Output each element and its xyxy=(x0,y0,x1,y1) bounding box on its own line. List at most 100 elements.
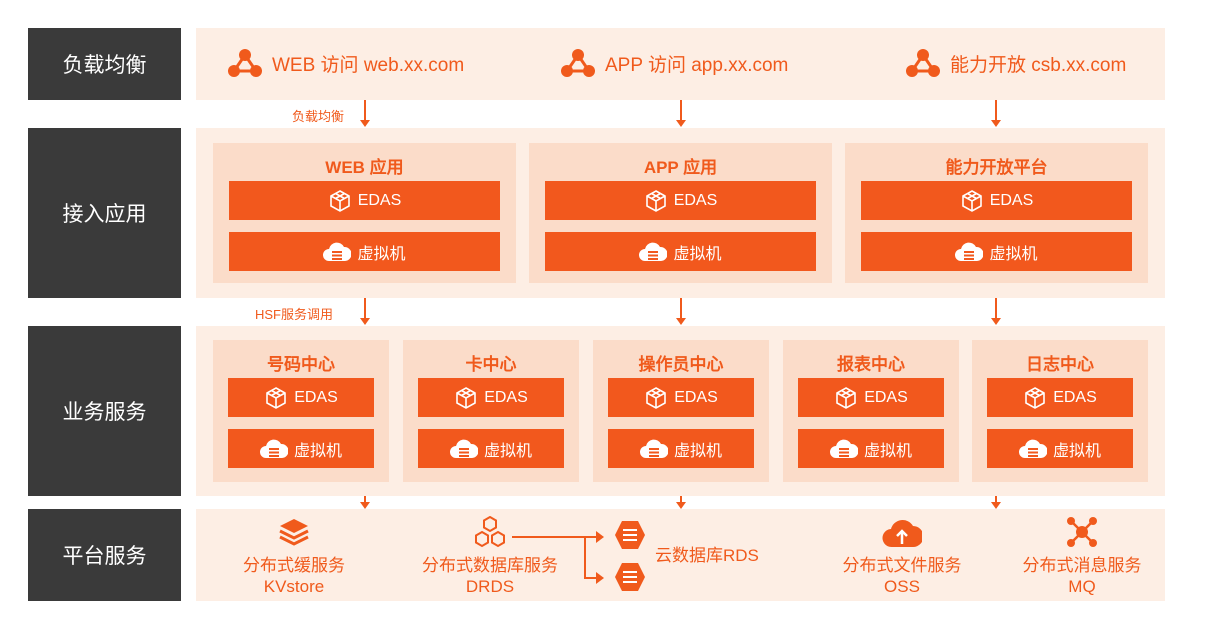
arrow-label-load-balancing: 负载均衡 xyxy=(292,109,345,124)
load-balancer-band xyxy=(196,28,1165,100)
connector-line xyxy=(584,577,597,579)
access-app-app: APP 应用 EDAS 虚拟机 xyxy=(529,143,832,283)
business-title: 报表中心 xyxy=(837,355,905,374)
cube-icon xyxy=(644,189,668,213)
database-hexagon-icon xyxy=(614,520,646,550)
arrow-down xyxy=(991,298,1001,325)
arrow-right xyxy=(596,531,604,543)
cloud-server-icon xyxy=(259,438,288,460)
arrow-right xyxy=(596,572,604,584)
connector-line xyxy=(584,536,586,578)
vm-bar: 虚拟机 xyxy=(418,429,564,468)
access-app-web: WEB 应用 EDAS 虚拟机 xyxy=(213,143,516,283)
database-hexagon-icon xyxy=(614,562,646,592)
cube-icon xyxy=(328,189,352,213)
arrow-down xyxy=(360,496,370,509)
edas-label: EDAS xyxy=(674,388,718,406)
arrow-down xyxy=(676,298,686,325)
business-title: 日志中心 xyxy=(1026,355,1094,374)
cloud-server-icon xyxy=(639,438,668,460)
edas-label: EDAS xyxy=(989,191,1034,209)
business-title: 号码中心 xyxy=(267,355,335,374)
access-app-open-platform: 能力开放平台 EDAS 虚拟机 xyxy=(845,143,1148,283)
business-log-center: 日志中心 EDAS 虚拟机 xyxy=(972,340,1148,482)
edas-bar: EDAS xyxy=(861,181,1132,220)
rds-label: 云数据库RDS xyxy=(655,546,759,565)
vm-label: 虚拟机 xyxy=(989,245,1038,263)
vm-bar: 虚拟机 xyxy=(608,429,754,468)
business-card-center: 卡中心 EDAS 虚拟机 xyxy=(403,340,579,482)
app-access-label: APP 访问 app.xx.com xyxy=(605,54,789,76)
drds-service: 分布式数据库服务 DRDS xyxy=(411,555,569,597)
vm-label: 虚拟机 xyxy=(483,442,532,460)
lane-label-business-services: 业务服务 xyxy=(28,326,181,496)
kvstore-product: KVstore xyxy=(263,577,325,596)
business-title: 操作员中心 xyxy=(638,355,724,374)
cube-icon xyxy=(960,189,984,213)
cloud-server-icon xyxy=(955,241,984,263)
layers-icon xyxy=(278,517,310,547)
edas-bar: EDAS xyxy=(229,181,500,220)
vm-label: 虚拟机 xyxy=(673,245,722,263)
kvstore-name: 分布式缓服务 xyxy=(243,556,345,575)
edas-label: EDAS xyxy=(864,388,908,406)
edas-label: EDAS xyxy=(484,388,528,406)
network-icon xyxy=(561,48,595,78)
platform-band xyxy=(196,509,1165,601)
cloud-server-icon xyxy=(1018,438,1047,460)
cloud-server-icon xyxy=(323,241,352,263)
business-number-center: 号码中心 EDAS 虚拟机 xyxy=(213,340,389,482)
edas-bar: EDAS xyxy=(798,378,944,417)
edas-label: EDAS xyxy=(357,191,402,209)
vm-bar: 虚拟机 xyxy=(861,232,1132,271)
vm-label: 虚拟机 xyxy=(357,245,406,263)
lane-label-load-balancing: 负载均衡 xyxy=(28,28,181,100)
edas-label: EDAS xyxy=(1053,388,1097,406)
app-access-entry: APP 访问 app.xx.com xyxy=(561,48,788,78)
mq-product: MQ xyxy=(1068,577,1096,596)
arrow-down xyxy=(991,100,1001,127)
vm-bar: 虚拟机 xyxy=(798,429,944,468)
cloud-server-icon xyxy=(449,438,478,460)
edas-bar: EDAS xyxy=(608,378,754,417)
edas-bar: EDAS xyxy=(987,378,1133,417)
vm-bar: 虚拟机 xyxy=(545,232,816,271)
oss-product: OSS xyxy=(884,577,920,596)
message-hub-icon xyxy=(1066,516,1098,548)
business-title: 卡中心 xyxy=(465,355,517,374)
edas-label: EDAS xyxy=(673,191,718,209)
connector-line xyxy=(512,536,597,538)
cube-icon xyxy=(264,386,288,410)
open-capability-entry: 能力开放 csb.xx.com xyxy=(906,48,1126,78)
arrow-down xyxy=(676,100,686,127)
access-app-title: WEB 应用 xyxy=(325,158,404,177)
vm-bar: 虚拟机 xyxy=(987,429,1133,468)
cube-icon xyxy=(834,386,858,410)
cloud-server-icon xyxy=(639,241,668,263)
lane-label-platform-services: 平台服务 xyxy=(28,509,181,601)
edas-label: EDAS xyxy=(294,388,338,406)
oss-service: 分布式文件服务 OSS xyxy=(831,555,973,597)
mq-name: 分布式消息服务 xyxy=(1022,556,1142,575)
open-capability-label: 能力开放 csb.xx.com xyxy=(950,54,1127,76)
vm-label: 虚拟机 xyxy=(863,442,912,460)
lane-label-access-apps: 接入应用 xyxy=(28,128,181,298)
business-report-center: 报表中心 EDAS 虚拟机 xyxy=(783,340,959,482)
arrow-label-hsf-call: HSF服务调用 xyxy=(255,307,334,322)
oss-name: 分布式文件服务 xyxy=(842,556,962,575)
cloud-server-icon xyxy=(829,438,858,460)
vm-label: 虚拟机 xyxy=(673,442,722,460)
cube-icon xyxy=(454,386,478,410)
access-app-title: 能力开放平台 xyxy=(945,158,1048,177)
arrow-down xyxy=(360,100,370,127)
arrow-down xyxy=(991,496,1001,509)
drds-name: 分布式数据库服务 xyxy=(422,556,558,575)
network-icon xyxy=(906,48,940,78)
mq-service: 分布式消息服务 MQ xyxy=(1011,555,1153,597)
vm-bar: 虚拟机 xyxy=(229,232,500,271)
kvstore-service: 分布式缓服务 KVstore xyxy=(223,555,365,597)
business-operator-center: 操作员中心 EDAS 虚拟机 xyxy=(593,340,769,482)
arrow-down xyxy=(676,496,686,509)
edas-bar: EDAS xyxy=(418,378,564,417)
web-access-label: WEB 访问 web.xx.com xyxy=(272,54,465,76)
